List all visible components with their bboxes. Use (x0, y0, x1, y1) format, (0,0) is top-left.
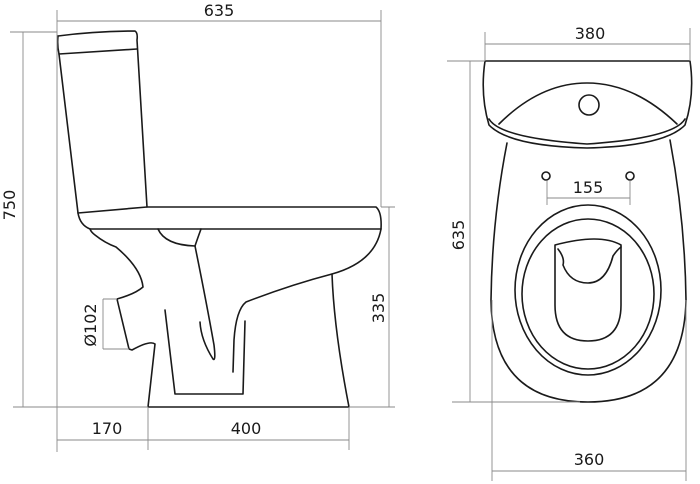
tank-top-outline (482, 60, 693, 149)
dim-base-length: 400 (231, 419, 262, 438)
dim-tank-width: 380 (575, 24, 606, 43)
dim-hole-spacing: 155 (573, 178, 604, 197)
dim-outlet-diameter: Ø102 (81, 303, 100, 346)
fixing-hole-left (541, 171, 551, 181)
bowl-top-outline (490, 139, 687, 403)
seat-outline (77, 206, 382, 230)
top-dimension-lines (447, 28, 691, 481)
dim-seat-height: 335 (369, 293, 388, 324)
dim-rear-offset: 170 (92, 419, 123, 438)
top-view: 380 635 155 360 (447, 24, 693, 481)
bowl-outline (89, 228, 382, 408)
tank-outline (56, 30, 148, 214)
dim-overall-length: 635 (204, 1, 235, 20)
dimension-lines (10, 10, 395, 452)
flush-button-icon (578, 94, 600, 116)
dim-bowl-width: 360 (574, 450, 605, 469)
side-view: 635 750 335 Ø102 170 400 (0, 1, 395, 452)
dim-overall-height: 750 (0, 190, 19, 221)
fixing-hole-right (625, 171, 635, 181)
dim-depth: 635 (449, 220, 468, 251)
